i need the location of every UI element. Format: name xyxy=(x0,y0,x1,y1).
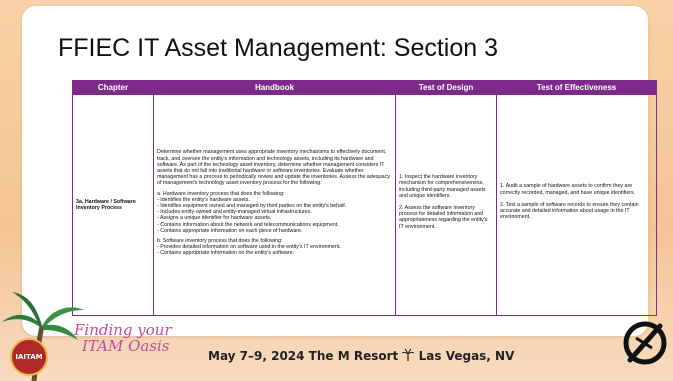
section-a-item: - Includes entity-owned and entity-manag… xyxy=(157,209,312,216)
section-a-title: a. Hardware inventory process that does … xyxy=(157,190,285,197)
design-step: 2. Assess the software inventory process… xyxy=(399,205,488,230)
slide-title: FFIEC IT Asset Management: Section 3 xyxy=(58,34,499,62)
handbook-section-a: a. Hardware inventory process that does … xyxy=(157,191,392,234)
test-of-design-cell: 1. Inspect the hardware inventory mechan… xyxy=(395,94,497,316)
chapter-cell: 3a. Hardware / Software Inventory Proces… xyxy=(72,94,154,316)
section-a-item: - Identifies equipment owned and managed… xyxy=(157,203,347,209)
audit-table: Chapter Handbook Test of Design Test of … xyxy=(72,80,657,316)
table-row: 3a. Hardware / Software Inventory Proces… xyxy=(72,94,657,316)
header-test-of-design: Test of Design xyxy=(395,80,497,95)
header-chapter: Chapter xyxy=(72,80,154,95)
event-dates: May 7–9, 2024 The M Resort xyxy=(208,349,399,363)
event-info: May 7–9, 2024 The M Resort Las Vegas, NV xyxy=(208,349,514,363)
section-a-item: - Assigns a unique identifier for hardwa… xyxy=(157,215,272,222)
tagline-line1: Finding your xyxy=(74,321,172,339)
table-header-row: Chapter Handbook Test of Design Test of … xyxy=(72,80,657,95)
compass-logo-icon xyxy=(623,321,667,365)
section-b-item: - Contains appropriate information on th… xyxy=(157,250,295,257)
handbook-intro: Determine whether management uses approp… xyxy=(157,149,390,187)
event-tagline: Finding your ITAM Oasis xyxy=(74,322,172,354)
effectiveness-step: 2. Test a sample of software records to … xyxy=(500,201,639,221)
iaitam-badge: IAITAM xyxy=(10,338,48,376)
handbook-cell: Determine whether management uses approp… xyxy=(153,94,396,316)
section-b-item: - Provides detailed information on softw… xyxy=(157,244,341,251)
event-location: Las Vegas, NV xyxy=(418,349,515,363)
tagline-line2: ITAM Oasis xyxy=(82,337,170,355)
header-handbook: Handbook xyxy=(153,80,396,95)
header-test-of-effectiveness: Test of Effectiveness xyxy=(496,80,657,95)
section-a-item: - Identifies the entity's hardware asset… xyxy=(157,196,250,203)
design-step: 1. Inspect the hardware inventory mechan… xyxy=(399,174,486,199)
palm-icon xyxy=(402,349,415,361)
section-b-title: b. Software inventory process that does … xyxy=(157,238,283,245)
effectiveness-step: 1. Audit a sample of hardware assets to … xyxy=(500,183,636,196)
test-of-effectiveness-cell: 1. Audit a sample of hardware assets to … xyxy=(496,94,657,316)
section-a-item: - Contains information about the network… xyxy=(157,221,339,228)
handbook-section-b: b. Software inventory process that does … xyxy=(157,238,392,257)
section-a-item: - Contains appropriate information on ea… xyxy=(157,227,303,234)
